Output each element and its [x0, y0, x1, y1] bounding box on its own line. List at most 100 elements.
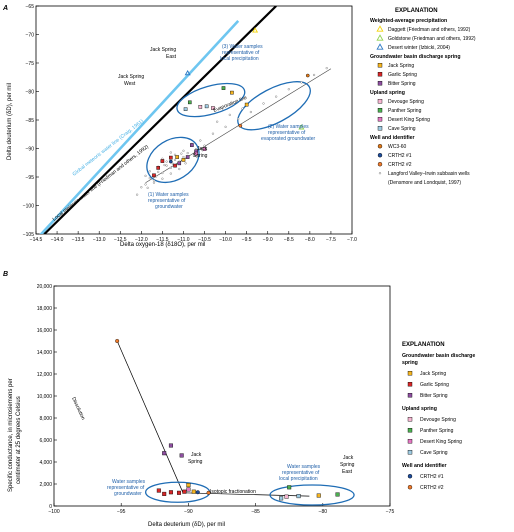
panel-b-annotations: Dissolution Isotopic fractionation Jack …	[70, 396, 354, 497]
panel-a: A −14.5−14.0−13.5−13.0−12.5−12.0−11.5−11…	[2, 4, 476, 248]
panel-b-frame	[53, 285, 391, 507]
evapgw-label-1: (2) Water samples	[268, 124, 309, 130]
data-point	[146, 186, 149, 189]
data-point	[173, 158, 177, 161]
legend-marker	[377, 63, 383, 68]
legend-marker	[377, 71, 383, 77]
legend-label: Devouge Spring	[420, 417, 456, 423]
legend-marker	[376, 25, 384, 32]
gmwl-line	[39, 19, 240, 234]
panel-a-xlabel: Delta oxygen-18 (δ18O), per mil	[120, 242, 205, 248]
data-point	[169, 166, 172, 169]
data-point	[144, 183, 147, 186]
data-point	[161, 171, 164, 175]
y-tick-label: −70	[26, 32, 35, 38]
data-point	[175, 155, 179, 159]
lmwl-line	[43, 6, 277, 234]
data-point	[148, 170, 151, 173]
data-point	[300, 81, 303, 84]
legend-marker	[377, 80, 383, 86]
panel-b-axes: −100−95−90−85−80−7502,0004,0006,0008,000…	[37, 284, 395, 515]
data-point	[152, 181, 156, 184]
legend-marker	[377, 116, 383, 122]
gw-label-1: (1) Water samples	[148, 192, 189, 198]
legend-label: CRTH2 #1	[388, 153, 412, 159]
data-point	[237, 117, 240, 120]
legend-a-title: EXPLANATION	[395, 8, 438, 14]
y-tick-label: 4,000	[39, 460, 52, 466]
data-point	[148, 177, 151, 180]
data-point	[204, 104, 209, 109]
jack-b-label-2: Spring	[188, 459, 203, 465]
data-point	[211, 132, 215, 135]
data-point	[238, 123, 243, 128]
legend-label: WC3-60	[388, 144, 407, 150]
y-tick-label: 0	[49, 504, 52, 510]
y-tick-label: −105	[23, 232, 34, 238]
precip-label-1: (3) Water samples	[222, 44, 263, 50]
x-tick-label: −7.5	[326, 237, 336, 243]
data-point	[152, 179, 156, 182]
y-tick-label: 8,000	[39, 416, 52, 422]
data-point	[279, 496, 284, 501]
y-tick-label: 2,000	[39, 482, 52, 488]
dissolution-label: Dissolution	[70, 396, 86, 421]
data-point	[316, 493, 321, 498]
data-point	[182, 155, 185, 159]
data-point	[115, 339, 120, 344]
panel-b-ylabel-1: Specific conductance, in microsiemens pe…	[8, 378, 14, 492]
data-point	[136, 193, 139, 196]
legend-group-heading: Well and identifier	[402, 463, 447, 469]
data-point	[296, 494, 301, 499]
legend-group-heading: spring	[402, 360, 418, 366]
data-point	[169, 155, 173, 160]
legend-group-heading: Well and identifier	[370, 135, 415, 141]
data-point	[177, 161, 182, 166]
data-point	[160, 159, 165, 163]
data-point	[163, 163, 166, 167]
data-point	[184, 69, 191, 76]
data-point	[206, 490, 211, 495]
legend-label: CRTH2 #1	[420, 474, 444, 480]
y-tick-label: −90	[26, 146, 35, 152]
legend-label: Garlic Spring	[388, 72, 417, 78]
data-point	[249, 110, 252, 114]
pr-b-label-2: representative of	[282, 470, 320, 476]
precipitation-ellipse	[176, 82, 246, 118]
y-tick-label: −100	[23, 203, 34, 209]
jack-east-label-1: Jack Spring	[150, 47, 176, 53]
data-point	[165, 164, 168, 167]
panel-a-legend: EXPLANATION Weighted-average precipitati…	[370, 8, 476, 186]
data-point	[244, 102, 249, 107]
x-tick-label: −8.5	[284, 237, 294, 243]
data-point	[199, 139, 202, 142]
x-tick-label: −13.5	[72, 237, 85, 243]
data-point	[298, 124, 305, 130]
evap-label: Evaporation line	[213, 95, 249, 114]
legend-marker	[377, 98, 383, 104]
x-tick-label: −13.0	[93, 237, 106, 243]
data-point	[191, 489, 196, 494]
legend-label: Bitter Spring	[420, 393, 448, 399]
legend-label: Panther Spring	[388, 108, 422, 114]
data-point	[184, 162, 187, 165]
groundwater-ellipse	[146, 136, 200, 184]
data-point	[228, 113, 231, 116]
legend-group-heading: Weighted-average precipitation	[370, 18, 447, 24]
legend-marker	[407, 371, 413, 376]
legend-marker	[407, 450, 413, 455]
data-point	[202, 147, 207, 151]
legend-label: Daggett (Friedman and others, 1992)	[388, 27, 471, 33]
legend-marker	[377, 107, 383, 113]
gw-label-2: representative of	[148, 198, 186, 204]
data-point	[275, 95, 278, 98]
data-point	[168, 490, 173, 495]
legend-group-heading: Groundwater basin discharge spring	[370, 54, 461, 60]
legend-label: Bitter Spring	[388, 81, 416, 87]
x-tick-label: −10.0	[219, 237, 232, 243]
data-point	[230, 90, 234, 95]
data-point	[221, 86, 226, 90]
data-point	[179, 453, 184, 458]
legend-group-heading: Upland spring	[370, 90, 405, 96]
